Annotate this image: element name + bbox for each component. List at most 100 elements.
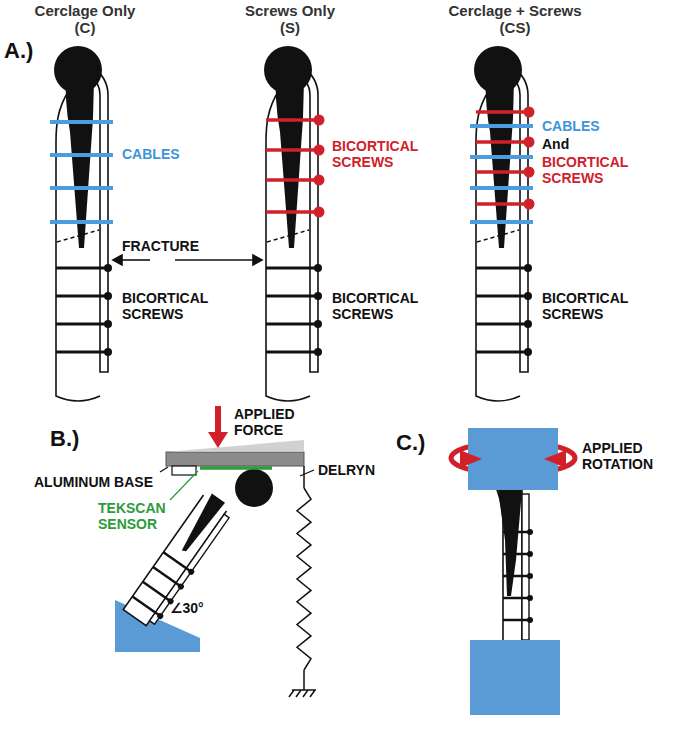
leader-line <box>300 470 314 476</box>
part-label: BICORTICAL SCREWS <box>122 290 217 322</box>
cerclage-cables <box>50 122 113 222</box>
screw <box>503 553 529 556</box>
spring <box>303 466 305 488</box>
panel-letter: C.) <box>396 430 425 455</box>
panel-letter: A.) <box>4 38 33 63</box>
cerclage-cables <box>50 186 113 190</box>
fracture-pointers <box>253 255 262 265</box>
leader-line <box>170 471 198 500</box>
panel-cerclage <box>50 46 113 401</box>
aluminum-base <box>166 452 304 466</box>
panel-screws <box>264 46 325 401</box>
fracture-pointers <box>175 259 254 261</box>
screw-heads <box>314 115 325 218</box>
part-label: And <box>542 136 569 152</box>
femoral-stem <box>175 493 225 555</box>
screw-heads <box>314 207 325 218</box>
cerclage-cables <box>50 220 113 224</box>
ground-symbol <box>310 690 315 697</box>
pressure-sensor <box>200 466 272 470</box>
screw-head <box>527 573 533 579</box>
screw-heads <box>314 115 325 126</box>
spring <box>297 488 311 670</box>
force-arrow <box>215 406 221 434</box>
part-label: ALUMINUM BASE <box>34 474 153 490</box>
cerclage-cables <box>470 124 533 128</box>
part-label: CABLES <box>122 146 180 162</box>
delrin-spacer <box>172 466 196 475</box>
femoral-head <box>235 469 273 507</box>
cerclage-cables <box>470 155 533 159</box>
screw-heads <box>524 137 535 148</box>
rotation-arrowhead <box>460 450 482 468</box>
screw-heads <box>524 107 535 118</box>
screws <box>132 597 160 617</box>
screw-heads <box>156 612 164 620</box>
ground-symbol <box>289 690 294 697</box>
proximal-screws <box>266 118 318 122</box>
fracture-pointers <box>113 255 122 265</box>
panel-letter: B.) <box>50 426 79 451</box>
proximal-screws <box>476 202 528 206</box>
ground-symbol <box>289 690 316 697</box>
column-heading: Cerclage Only (C) <box>25 2 145 37</box>
screw-head <box>527 551 533 557</box>
screw <box>503 619 529 622</box>
cerclage-cables <box>470 126 533 222</box>
base-tilt <box>166 440 304 452</box>
part-label: BICORTICAL SCREWS <box>332 290 427 322</box>
screw-head <box>527 595 533 601</box>
rotation-arrowhead <box>544 450 566 468</box>
part-label: BICORTICAL SCREWS <box>542 154 637 186</box>
ground-symbol <box>303 690 308 697</box>
screws <box>163 552 191 572</box>
screws <box>143 582 171 602</box>
cerclage-cables <box>470 186 533 190</box>
part-label: BICORTICAL SCREWS <box>332 138 427 170</box>
screw-heads <box>177 582 185 590</box>
proximal-screws <box>266 210 318 214</box>
proximal-screws <box>476 110 528 114</box>
bottom-fixture <box>470 640 560 715</box>
cerclage-cables <box>50 153 113 157</box>
screw <box>503 575 529 578</box>
proximal-screws <box>266 120 318 212</box>
column-heading: Screws Only (S) <box>235 2 345 37</box>
screw-head <box>527 529 533 535</box>
screw-heads <box>524 199 535 210</box>
plate <box>150 514 229 624</box>
part-label: BICORTICAL SCREWS <box>542 290 637 322</box>
proximal-screws <box>266 148 318 152</box>
fracture-pointers <box>113 255 262 265</box>
part-label: APPLIED ROTATION <box>582 440 672 472</box>
spring <box>303 670 305 690</box>
screws <box>153 567 181 587</box>
femur-construct <box>264 46 322 401</box>
column-heading: Cerclage + Screws (CS) <box>440 2 590 37</box>
cerclage-cables <box>470 220 533 224</box>
part-label: APPLIED FORCE <box>234 406 314 438</box>
screw-heads <box>524 167 535 178</box>
panel-torsion <box>451 428 575 715</box>
force-arrowhead <box>208 432 228 448</box>
ground-symbol <box>292 689 316 691</box>
fracture-pointers <box>120 259 150 261</box>
screw <box>503 597 529 600</box>
cerclage-cables <box>50 120 113 124</box>
screw-heads <box>314 145 325 156</box>
panel-compression <box>115 406 316 697</box>
part-label: TEKSCAN SENSOR <box>98 500 170 532</box>
part-label: CABLES <box>542 118 600 134</box>
screws <box>503 532 529 620</box>
proximal-screws <box>476 170 528 174</box>
ground-symbol <box>296 690 301 697</box>
panel-cerclage-screws <box>470 46 535 401</box>
leader-line <box>160 467 168 472</box>
part-label: DELRYN <box>318 462 375 478</box>
part-label: FRACTURE <box>122 238 199 254</box>
proximal-screws <box>266 178 318 182</box>
angle-label: ∠30° <box>170 600 204 616</box>
